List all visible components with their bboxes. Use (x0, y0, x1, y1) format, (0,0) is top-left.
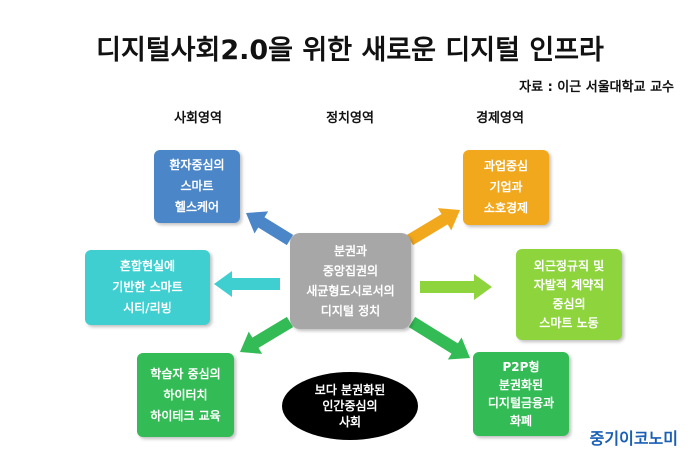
arrow-shape (408, 316, 470, 360)
center-digital-politics: 분권과 중앙집권의 새균형도시로서의 디지털 정치 (290, 233, 411, 329)
center-line: 분권과 (333, 244, 368, 258)
box-smart-city: 혼합현실에 기반한 스마트 시티/리빙 (85, 250, 210, 325)
box-line: 혼합현실에 (119, 259, 176, 273)
oval-line: 보다 분권화된 (314, 383, 386, 397)
box-smart-healthcare: 환자중심의 스마트 헬스케어 (154, 150, 240, 223)
section-label-political: 정치영역 (326, 111, 374, 126)
box-line: 화폐 (509, 414, 533, 428)
arrow-shape (246, 211, 294, 246)
box-line: P2P형 (502, 360, 540, 374)
oval-line: 인간중심의 (322, 399, 378, 413)
box-line: 과업중심 (483, 159, 529, 173)
box-soho-economy: 과업중심 기업과 소호경제 (463, 150, 549, 225)
box-line: 헬스케어 (174, 200, 220, 214)
center-line: 새균형도시로서의 (306, 284, 395, 298)
arrow-upper-right (406, 208, 460, 246)
box-hightech-education: 학습자 중심의 하이터치 하이테크 교육 (137, 353, 234, 437)
center-line: 중앙집권의 (322, 264, 379, 278)
arrow-lower-left (240, 316, 294, 354)
box-line: 학습자 중심의 (150, 366, 221, 381)
box-line: 기업과 (489, 180, 523, 194)
box-line: 디지털금융과 (487, 396, 555, 410)
oval-human-centered-society: 보다 분권화된 인간중심의 사회 (282, 372, 418, 440)
box-line: 외근정규직 및 (533, 258, 605, 273)
arrow-lower-right (408, 316, 470, 360)
center-line: 디지털 정치 (320, 304, 381, 318)
arrow-shape (406, 208, 460, 246)
arrow-middle-left (214, 271, 280, 297)
box-line: 중심의 (552, 296, 586, 311)
box-smart-labor: 외근정규직 및 자발적 계약직 중심의 스마트 노동 (516, 249, 622, 340)
box-line: 소호경제 (483, 201, 529, 215)
box-line: 하이터치 (163, 387, 208, 402)
section-label-economic: 경제영역 (476, 111, 524, 126)
box-line: 스마트 노동 (539, 315, 599, 330)
section-label-social: 사회영역 (174, 111, 222, 126)
box-line: 환자중심의 (169, 158, 225, 172)
box-digital-finance: P2P형 분권화된 디지털금융과 화폐 (473, 352, 569, 436)
arrow-shape (214, 271, 280, 297)
box-line: 분권화된 (498, 378, 544, 392)
box-line: 시티/리빙 (123, 301, 172, 315)
arrow-shape (420, 274, 492, 300)
box-line: 하이테크 교육 (150, 408, 221, 423)
page-title: 디지털사회2.0을 위한 새로운 디지털 인프라 (96, 35, 604, 66)
arrow-shape (240, 316, 294, 354)
arrow-upper-left (246, 211, 294, 246)
box-line: 자발적 계약직 (533, 277, 605, 292)
source-caption: 자료 : 이근 서울대학교 교수 (519, 80, 674, 95)
oval-line: 사회 (338, 415, 362, 429)
arrow-middle-right (420, 274, 492, 300)
box-line: 스마트 (180, 179, 214, 193)
publisher-logo: 중기이코노미 (589, 429, 678, 448)
box-line: 기반한 스마트 (112, 280, 183, 294)
